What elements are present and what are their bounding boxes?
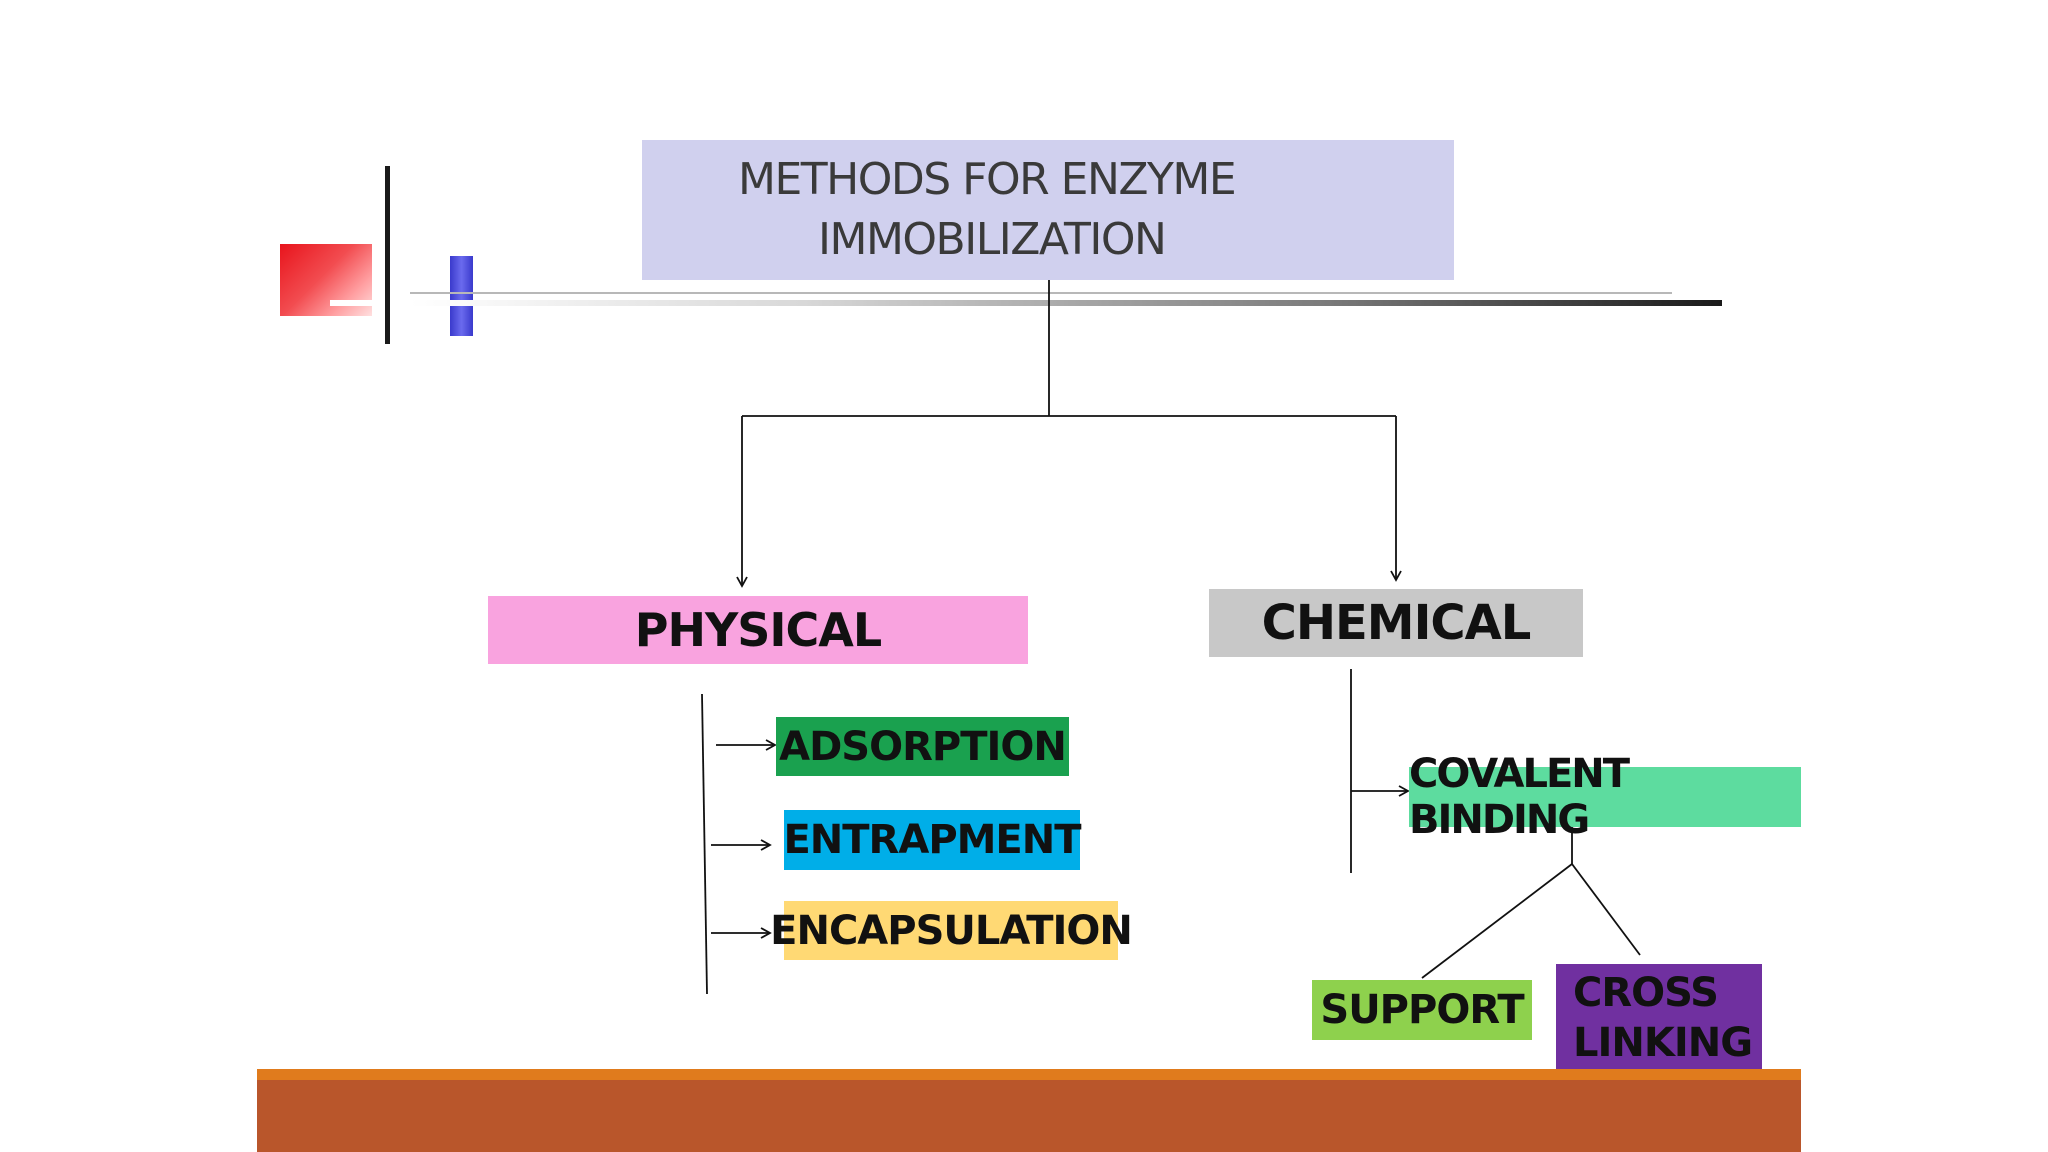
encapsulation-box: ENCAPSULATION bbox=[770, 901, 1133, 960]
blue-bar-ornament bbox=[450, 256, 473, 336]
cross-linking-box: CROSS LINKING bbox=[1556, 964, 1762, 1076]
gradient-rule bbox=[410, 300, 1722, 306]
cross-linking-label-line-2: LINKING bbox=[1573, 1019, 1753, 1066]
branch-to-support bbox=[1421, 863, 1573, 979]
vertical-black-bar bbox=[385, 166, 390, 344]
footer-band bbox=[257, 1080, 1801, 1152]
entrapment-box: ENTRAPMENT bbox=[783, 810, 1082, 870]
cross-linking-label-line-1: CROSS bbox=[1573, 969, 1719, 1016]
entrapment-label: ENTRAPMENT bbox=[783, 817, 1081, 863]
title-box: METHODS FOR ENZYME IMMOBILIZATION bbox=[642, 140, 1454, 280]
thin-gray-line bbox=[410, 292, 1672, 294]
footer-band-top bbox=[257, 1069, 1801, 1080]
title-line-1: METHODS FOR ENZYME bbox=[738, 154, 1237, 205]
encapsulation-label: ENCAPSULATION bbox=[770, 907, 1133, 954]
title-line-2: IMMOBILIZATION bbox=[818, 214, 1167, 265]
chemical-box: CHEMICAL bbox=[1209, 589, 1583, 657]
adsorption-box: ADSORPTION bbox=[776, 717, 1069, 776]
adsorption-label: ADSORPTION bbox=[779, 723, 1067, 770]
physical-box: PHYSICAL bbox=[488, 596, 1028, 664]
support-box: SUPPORT bbox=[1312, 980, 1532, 1040]
white-notch bbox=[330, 300, 374, 306]
covalent-binding-box: COVALENT BINDING bbox=[1409, 751, 1801, 843]
covalent-binding-label: COVALENT BINDING bbox=[1409, 751, 1630, 843]
branch-to-cross-linking bbox=[1571, 863, 1641, 956]
chemical-label: CHEMICAL bbox=[1261, 595, 1532, 651]
physical-spine bbox=[701, 693, 708, 995]
support-label: SUPPORT bbox=[1320, 987, 1524, 1033]
physical-label: PHYSICAL bbox=[634, 603, 882, 657]
